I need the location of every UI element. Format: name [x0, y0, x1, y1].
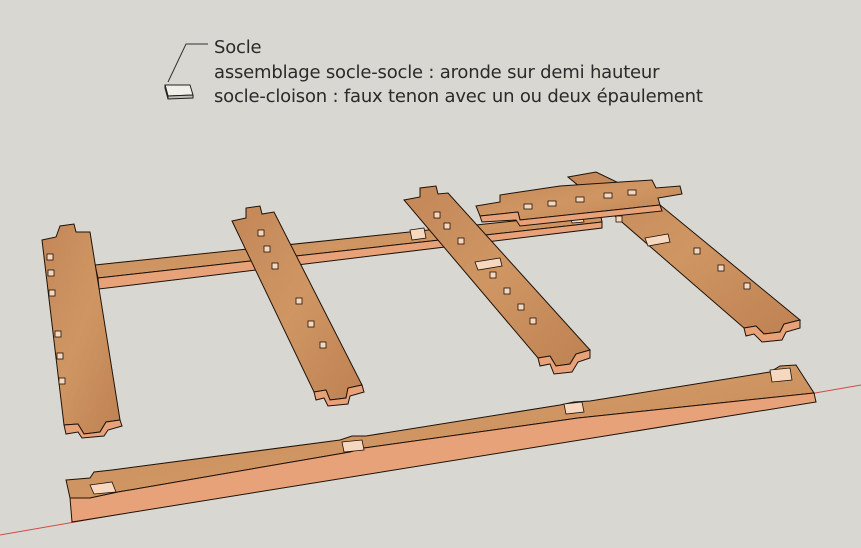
- leader-line: [167, 43, 208, 83]
- front-rail[interactable]: [65, 364, 817, 523]
- board-1[interactable]: [41, 223, 123, 439]
- board-3[interactable]: [403, 185, 591, 375]
- note-line-1: assemblage socle-socle : aronde sur demi…: [214, 61, 660, 83]
- board-2[interactable]: [231, 205, 365, 407]
- top-cross-piece[interactable]: [475, 179, 683, 227]
- component-icon: [164, 84, 194, 100]
- component-note: Socle assemblage socle-socle : aronde su…: [214, 36, 703, 110]
- note-title: Socle: [214, 37, 262, 58]
- note-line-2: socle-cloison : faux tenon avec un ou de…: [214, 86, 703, 107]
